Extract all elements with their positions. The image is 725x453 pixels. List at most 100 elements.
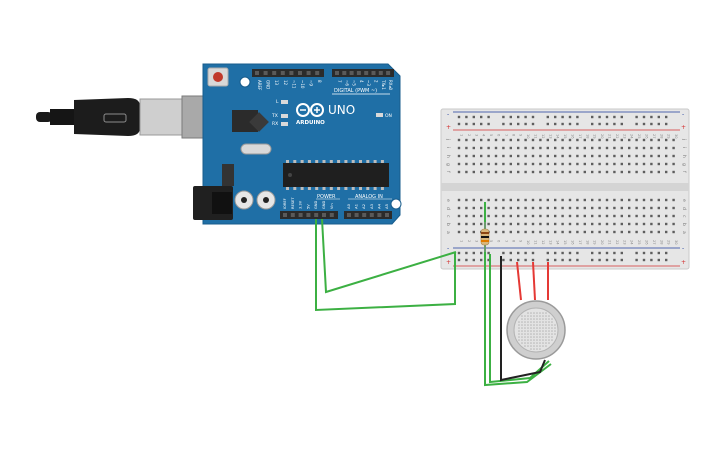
breadboard-hole[interactable] <box>524 146 527 150</box>
breadboard-hole[interactable] <box>598 122 601 126</box>
breadboard-hole[interactable] <box>539 214 542 218</box>
breadboard-hole[interactable] <box>620 251 623 255</box>
breadboard-hole[interactable] <box>487 206 490 210</box>
breadboard-hole[interactable] <box>487 198 490 202</box>
breadboard-hole[interactable] <box>561 138 564 142</box>
breadboard-hole[interactable] <box>576 122 579 126</box>
analog-pin[interactable] <box>354 213 359 217</box>
breadboard-hole[interactable] <box>554 162 557 166</box>
breadboard-hole[interactable] <box>531 154 535 158</box>
breadboard-hole[interactable] <box>494 222 498 226</box>
breadboard-hole[interactable] <box>672 138 675 142</box>
breadboard-hole[interactable] <box>657 230 660 234</box>
breadboard-hole[interactable] <box>583 206 586 210</box>
breadboard-hole[interactable] <box>613 251 616 255</box>
breadboard-hole[interactable] <box>650 138 653 142</box>
breadboard-hole[interactable] <box>509 258 512 262</box>
breadboard-hole[interactable] <box>546 146 549 150</box>
breadboard-hole[interactable] <box>502 138 505 142</box>
breadboard-hole[interactable] <box>628 170 631 174</box>
breadboard-hole[interactable] <box>591 115 594 119</box>
breadboard-hole[interactable] <box>583 198 586 202</box>
breadboard-hole[interactable] <box>591 138 594 142</box>
breadboard-hole[interactable] <box>457 230 461 234</box>
breadboard-hole[interactable] <box>642 214 646 218</box>
breadboard-hole[interactable] <box>650 251 653 255</box>
breadboard-hole[interactable] <box>628 198 631 202</box>
breadboard-hole[interactable] <box>539 138 542 142</box>
breadboard-hole[interactable] <box>487 214 490 218</box>
breadboard-hole[interactable] <box>531 222 535 226</box>
breadboard-hole[interactable] <box>665 122 668 126</box>
breadboard-hole[interactable] <box>672 154 675 158</box>
breadboard-hole[interactable] <box>524 154 527 158</box>
breadboard-hole[interactable] <box>472 206 475 210</box>
breadboard-hole[interactable] <box>480 258 483 262</box>
analog-pin[interactable] <box>362 213 367 217</box>
breadboard-hole[interactable] <box>635 122 638 126</box>
breadboard-hole[interactable] <box>465 146 468 150</box>
breadboard-hole[interactable] <box>561 258 564 262</box>
breadboard-hole[interactable] <box>465 162 468 166</box>
header-pin[interactable] <box>335 71 339 75</box>
breadboard-hole[interactable] <box>665 162 668 166</box>
breadboard-hole[interactable] <box>465 154 468 158</box>
breadboard-hole[interactable] <box>524 138 527 142</box>
breadboard-hole[interactable] <box>665 146 668 150</box>
breadboard-hole[interactable] <box>487 162 490 166</box>
wire-signal-green-2[interactable] <box>489 254 550 384</box>
breadboard-hole[interactable] <box>605 122 609 126</box>
breadboard-hole[interactable] <box>465 122 468 126</box>
breadboard-hole[interactable] <box>568 230 572 234</box>
breadboard-hole[interactable] <box>465 198 468 202</box>
breadboard-hole[interactable] <box>613 170 616 174</box>
breadboard-hole[interactable] <box>509 198 512 202</box>
breadboard-hole[interactable] <box>635 170 638 174</box>
breadboard-hole[interactable] <box>561 222 564 226</box>
breadboard-hole[interactable] <box>561 122 564 126</box>
breadboard-hole[interactable] <box>524 162 527 166</box>
breadboard-hole[interactable] <box>642 206 646 210</box>
breadboard-hole[interactable] <box>524 230 527 234</box>
breadboard-hole[interactable] <box>576 251 579 255</box>
breadboard-hole[interactable] <box>480 162 483 166</box>
breadboard-hole[interactable] <box>554 146 557 150</box>
breadboard-hole[interactable] <box>561 198 564 202</box>
breadboard-hole[interactable] <box>568 154 572 158</box>
breadboard-hole[interactable] <box>598 222 601 226</box>
breadboard-hole[interactable] <box>546 230 549 234</box>
breadboard-hole[interactable] <box>502 146 505 150</box>
breadboard-hole[interactable] <box>509 115 512 119</box>
breadboard-hole[interactable] <box>620 146 623 150</box>
breadboard-hole[interactable] <box>657 154 660 158</box>
breadboard-hole[interactable] <box>576 138 579 142</box>
breadboard-hole[interactable] <box>568 138 572 142</box>
breadboard-hole[interactable] <box>487 170 490 174</box>
breadboard-hole[interactable] <box>605 251 609 255</box>
breadboard-hole[interactable] <box>650 258 653 262</box>
breadboard-hole[interactable] <box>502 230 505 234</box>
breadboard-hole[interactable] <box>642 154 646 158</box>
breadboard-hole[interactable] <box>465 230 468 234</box>
breadboard-hole[interactable] <box>665 258 668 262</box>
header-pin[interactable] <box>378 71 383 75</box>
breadboard-hole[interactable] <box>561 230 564 234</box>
breadboard-hole[interactable] <box>517 146 520 150</box>
breadboard-hole[interactable] <box>650 115 653 119</box>
breadboard-hole[interactable] <box>672 146 675 150</box>
breadboard-hole[interactable] <box>457 146 461 150</box>
breadboard-hole[interactable] <box>524 206 527 210</box>
breadboard-hole[interactable] <box>494 170 498 174</box>
breadboard-hole[interactable] <box>554 115 557 119</box>
breadboard-hole[interactable] <box>494 154 498 158</box>
breadboard-hole[interactable] <box>605 146 609 150</box>
breadboard-hole[interactable] <box>561 214 564 218</box>
breadboard-hole[interactable] <box>480 206 483 210</box>
breadboard-hole[interactable] <box>531 122 535 126</box>
breadboard-hole[interactable] <box>546 214 549 218</box>
breadboard-hole[interactable] <box>665 154 668 158</box>
breadboard-hole[interactable] <box>509 154 512 158</box>
breadboard-hole[interactable] <box>583 222 586 226</box>
breadboard-hole[interactable] <box>480 214 483 218</box>
breadboard-hole[interactable] <box>465 251 468 255</box>
